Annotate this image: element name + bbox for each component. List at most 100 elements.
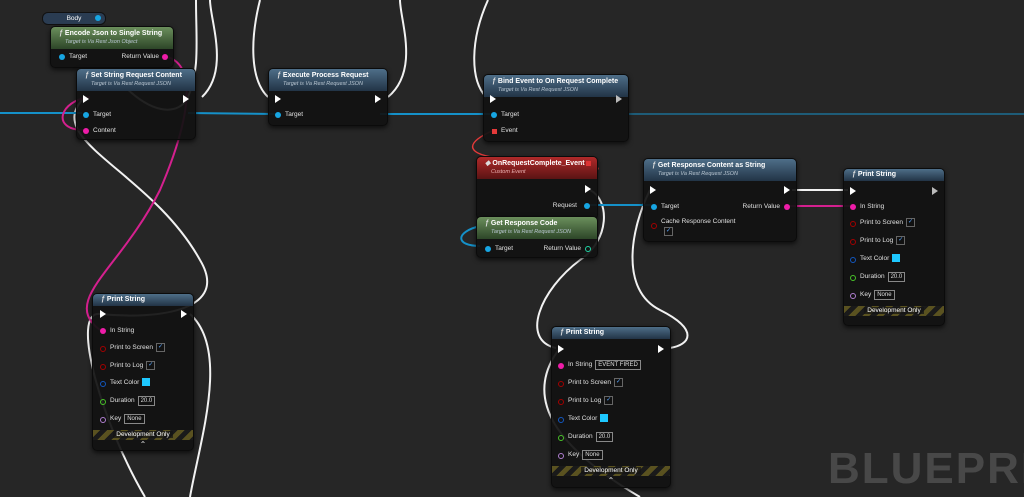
body-output-pin[interactable] bbox=[95, 15, 101, 21]
encode-target-pin[interactable] bbox=[59, 54, 65, 60]
chevron-up-icon[interactable]: ⌃ bbox=[607, 476, 615, 485]
exec-out-pin[interactable] bbox=[658, 345, 664, 353]
duration-pin[interactable] bbox=[100, 399, 106, 405]
body-variable-node[interactable]: Body bbox=[42, 12, 106, 25]
bind-event-pin[interactable] bbox=[492, 129, 497, 134]
set-content-target-label: Target bbox=[93, 111, 112, 118]
text-color-swatch[interactable] bbox=[142, 378, 151, 387]
print-to-log-pin[interactable] bbox=[850, 239, 856, 245]
get-code-target-pin[interactable] bbox=[485, 246, 491, 252]
exec-in-pin[interactable] bbox=[490, 95, 496, 103]
text-color-pin[interactable] bbox=[558, 417, 564, 423]
duration-input[interactable]: 20.0 bbox=[137, 396, 156, 406]
text-color-swatch[interactable] bbox=[600, 414, 609, 423]
print-to-log-pin[interactable] bbox=[558, 399, 564, 405]
exec-out-pin[interactable] bbox=[585, 185, 591, 193]
in-string-pin[interactable] bbox=[100, 328, 106, 334]
print-to-screen-pin[interactable] bbox=[558, 381, 564, 387]
exec-wire bbox=[631, 189, 689, 349]
exec-out-pin[interactable] bbox=[183, 95, 189, 103]
print-to-screen-pin[interactable] bbox=[850, 221, 856, 227]
duration-input[interactable]: 20.0 bbox=[595, 432, 614, 442]
event-request-pin[interactable] bbox=[584, 203, 590, 209]
get-content-target-pin[interactable] bbox=[651, 204, 657, 210]
exec-out-pin[interactable] bbox=[784, 186, 790, 194]
text-color-row: Text Color bbox=[110, 378, 151, 388]
set-content-target-pin[interactable] bbox=[83, 112, 89, 118]
print-to-log-checkbox[interactable]: ✓ bbox=[604, 396, 614, 405]
exec-in-pin[interactable] bbox=[83, 95, 89, 103]
on-request-complete-event-node[interactable]: ◆OnRequestComplete_Event Custom Event Re… bbox=[476, 156, 598, 220]
exec-in-pin[interactable] bbox=[850, 187, 856, 195]
execute-target-pin[interactable] bbox=[275, 112, 281, 118]
exec-out-pin[interactable] bbox=[616, 95, 622, 103]
text-color-pin[interactable] bbox=[850, 257, 856, 263]
delegate-output-icon[interactable] bbox=[586, 161, 591, 166]
exec-in-pin[interactable] bbox=[558, 345, 564, 353]
exec-in-pin[interactable] bbox=[100, 310, 106, 318]
key-input[interactable]: None bbox=[124, 414, 145, 424]
print-to-screen-checkbox[interactable]: ✓ bbox=[906, 218, 915, 227]
key-input[interactable]: None bbox=[874, 290, 895, 300]
text-color-label: Text Color bbox=[568, 415, 598, 422]
exec-in-pin[interactable] bbox=[275, 95, 281, 103]
duration-pin[interactable] bbox=[558, 435, 564, 441]
bind-title: Bind Event to On Request Complete bbox=[497, 78, 619, 85]
cache-response-pin[interactable] bbox=[651, 223, 657, 229]
in-string-pin[interactable] bbox=[558, 363, 564, 369]
text-color-label: Text Color bbox=[860, 255, 890, 262]
get-code-return-pin[interactable] bbox=[585, 246, 591, 252]
chevron-up-icon[interactable]: ⌃ bbox=[139, 440, 147, 449]
print-to-log-pin[interactable] bbox=[100, 364, 106, 370]
print-to-log-checkbox[interactable]: ✓ bbox=[146, 361, 156, 370]
function-icon: ƒ bbox=[101, 296, 105, 303]
key-pin[interactable] bbox=[100, 417, 106, 423]
exec-out-pin[interactable] bbox=[932, 187, 938, 195]
key-pin[interactable] bbox=[850, 293, 856, 299]
print-to-screen-checkbox[interactable]: ✓ bbox=[156, 343, 165, 352]
set-content-content-pin[interactable] bbox=[83, 128, 89, 134]
print-to-log-checkbox[interactable]: ✓ bbox=[896, 236, 906, 245]
get-content-target-label: Target bbox=[661, 203, 680, 210]
duration-label: Duration bbox=[110, 397, 135, 404]
cache-response-checkbox[interactable]: ✓ bbox=[664, 227, 673, 236]
exec-out-pin[interactable] bbox=[181, 310, 187, 318]
in-string-pin[interactable] bbox=[850, 204, 856, 210]
text-color-pin[interactable] bbox=[100, 381, 106, 387]
exec-out-pin[interactable] bbox=[375, 95, 381, 103]
encode-json-subtitle: Target is Va Rest Json Object bbox=[65, 39, 138, 45]
exec-in-pin[interactable] bbox=[650, 186, 656, 194]
print-to-screen-pin[interactable] bbox=[100, 346, 106, 352]
bind-target-pin[interactable] bbox=[491, 112, 497, 118]
print-to-log-label: Print to Log bbox=[860, 237, 894, 245]
duration-input[interactable]: 20.0 bbox=[887, 272, 906, 282]
event-header[interactable]: ◆OnRequestComplete_Event Custom Event bbox=[477, 157, 597, 179]
key-input[interactable]: None bbox=[582, 450, 603, 460]
in-string-input[interactable]: EVENT FIRED bbox=[595, 360, 641, 370]
text-color-swatch[interactable] bbox=[892, 254, 901, 263]
key-pin[interactable] bbox=[558, 453, 564, 459]
encode-return-pin[interactable] bbox=[162, 54, 168, 60]
development-only-band: Development Only bbox=[552, 466, 670, 476]
duration-pin[interactable] bbox=[850, 275, 856, 281]
get-content-return-pin[interactable] bbox=[784, 204, 790, 210]
print-to-screen-checkbox[interactable]: ✓ bbox=[614, 378, 623, 387]
